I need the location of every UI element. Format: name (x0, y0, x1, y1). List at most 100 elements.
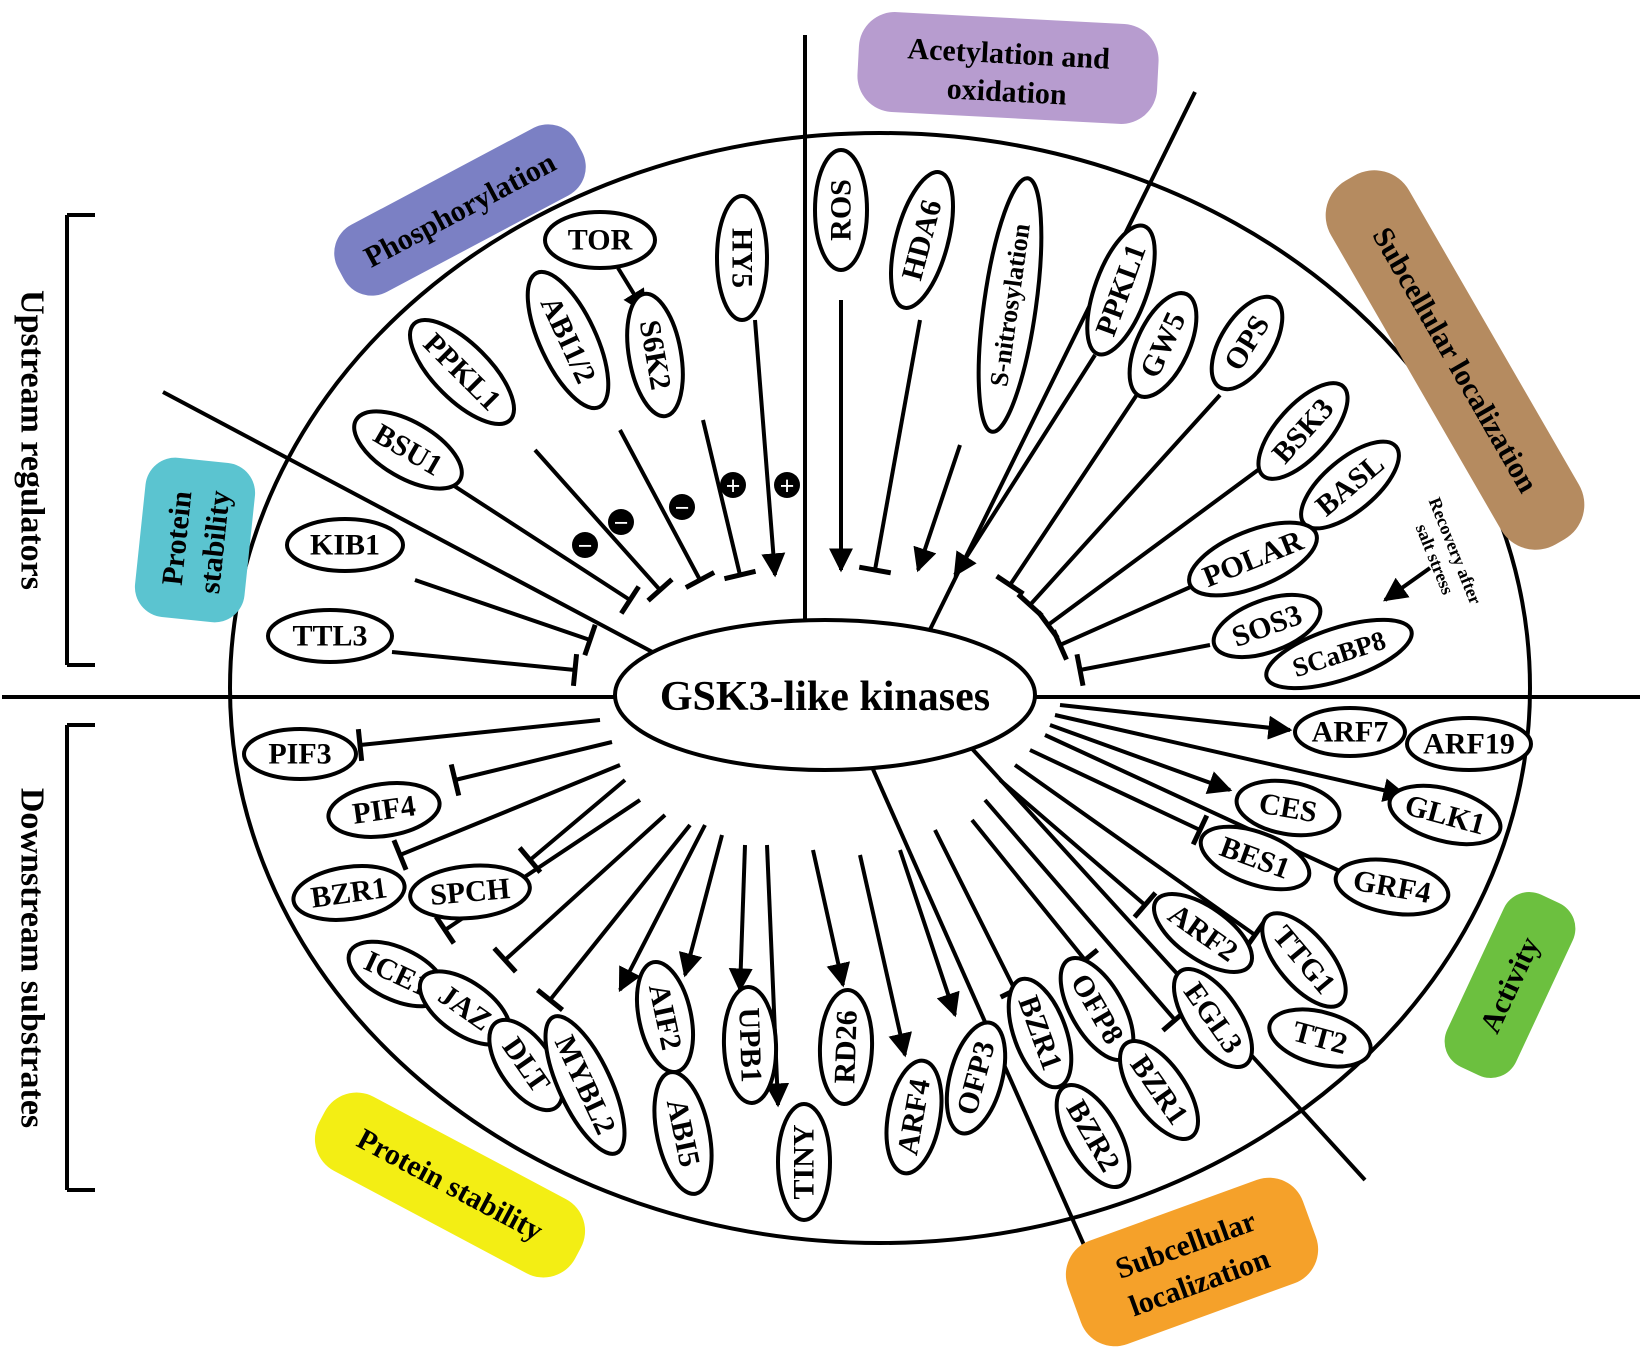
node-ttg1: TTG1 (1260, 911, 1348, 1009)
activation-arrow (953, 353, 1097, 578)
svg-text:+: + (726, 472, 741, 501)
svg-text:−: − (614, 509, 629, 538)
inhibition-bar (533, 448, 662, 592)
node-label: RD26 (828, 1010, 864, 1084)
inhibition-bar-cap (391, 839, 409, 871)
node-ellipse (1405, 716, 1533, 772)
node-ellipse (1256, 381, 1350, 481)
node-rd26: RD26 (817, 988, 875, 1106)
node-aif2: AIF2 (635, 959, 695, 1075)
center-label: GSK3-like kinases (660, 674, 990, 720)
node-ellipse (1211, 592, 1323, 660)
node-ellipse (1234, 778, 1342, 838)
inhibition-bar (933, 829, 1017, 991)
center-node: GSK3-like kinases (613, 618, 1037, 772)
inhibition-bar-cap (684, 570, 716, 590)
node-ellipse (408, 863, 532, 921)
activation-arrow (678, 834, 724, 978)
node-label: TINY (788, 1124, 821, 1199)
node-tt2: TT2 (1267, 1007, 1373, 1069)
node-label: SPCH (429, 872, 512, 912)
node-label: ROS (825, 179, 858, 241)
node-label: TOR (568, 224, 633, 257)
node-ellipse (1293, 706, 1407, 758)
node-ellipse (884, 1058, 944, 1176)
activation-arrow (1049, 723, 1233, 794)
inhibition-bar (970, 818, 1087, 962)
activation-arrow (811, 849, 851, 988)
inhibition-bar (414, 578, 591, 642)
divider-top-left (162, 390, 691, 674)
node-label: HY5 (726, 228, 759, 288)
node-ellipse (817, 988, 875, 1106)
activation-arrow (898, 849, 960, 1018)
inhibition-bar (454, 740, 613, 782)
divider-bottom-b (953, 728, 1367, 1182)
node-spch: SPCH (408, 863, 532, 921)
node-ofp3: OFP3 (944, 1020, 1008, 1136)
node-bes1: BES1 (1198, 824, 1312, 892)
inhibition-bar-cap (1051, 629, 1069, 661)
node-ellipse (1333, 857, 1451, 917)
upstream-bracket (65, 213, 95, 667)
inhibition-bar-cap (570, 653, 580, 687)
inhibition-bar-cap (434, 915, 456, 945)
edges-layer (355, 266, 1432, 1108)
activation-arrow (913, 444, 962, 573)
node-label: KIB1 (310, 529, 380, 562)
node-ellipse (266, 608, 394, 664)
node-ellipse (1171, 966, 1255, 1070)
inhibition-bar-cap (995, 574, 1025, 596)
node-ellipse (715, 194, 769, 322)
subcellular-bottom-badge: Subcellular localization (1065, 1177, 1319, 1347)
node-label: ARF7 (1312, 716, 1389, 749)
svg-text:−: − (578, 532, 593, 561)
node-ellipse (625, 291, 685, 419)
inhibition-bar (701, 419, 742, 576)
node-abi1-2: ABI1/2 (525, 269, 611, 411)
node-label: TTL3 (292, 620, 367, 653)
plus-sign-icon: + (774, 472, 800, 501)
node-tor: TOR (543, 210, 657, 270)
node-grf4: GRF4 (1333, 857, 1451, 917)
inhibition-bar-cap (619, 585, 641, 615)
node-label: PIF3 (268, 738, 331, 771)
inhibition-bar-cap (535, 988, 565, 1012)
node-ros: ROS (813, 148, 869, 272)
node-ellipse (776, 1102, 832, 1222)
inhibition-bar (1008, 388, 1142, 587)
node-ellipse (813, 148, 869, 272)
activation-arrow (858, 854, 912, 1058)
node-scabp8: SCaBP8 (1264, 617, 1414, 691)
inhibition-bar-cap (582, 624, 598, 656)
node-ellipse (1209, 294, 1285, 392)
inhibition-bar-cap (1190, 814, 1210, 846)
node-pif3: PIF3 (242, 727, 358, 781)
minus-sign-icon: − (572, 532, 598, 561)
inhibition-bar-cap (1074, 653, 1086, 687)
downstream-label: Downstream substrates (14, 788, 51, 1128)
node-ellipse (1187, 520, 1319, 598)
inhibition-bar (1028, 393, 1222, 607)
activation-arrow (1054, 713, 1408, 802)
node-ellipse (543, 1014, 627, 1156)
outer-ellipse (228, 131, 1532, 1245)
node-basl: BASL (1299, 439, 1401, 531)
node-ellipse (1117, 1038, 1201, 1142)
node-abi5: ABI5 (652, 1070, 714, 1196)
protein-stability-bottom-badge: Protein stability (314, 1092, 586, 1278)
node-ttl3: TTL3 (266, 608, 394, 664)
activation-arrow (728, 844, 753, 993)
inhibition-bar-cap (1132, 891, 1158, 919)
inhibition-bar (1059, 583, 1196, 647)
inhibition-bar-cap (723, 568, 757, 582)
inhibition-bar (1079, 643, 1211, 672)
node-ellipse (1198, 824, 1312, 892)
node-kib1: KIB1 (285, 517, 405, 573)
activation-arrow (618, 824, 707, 993)
node-ellipse (652, 1070, 714, 1196)
downstream-bracket (65, 723, 95, 1192)
inhibition-bar (1044, 733, 1371, 887)
